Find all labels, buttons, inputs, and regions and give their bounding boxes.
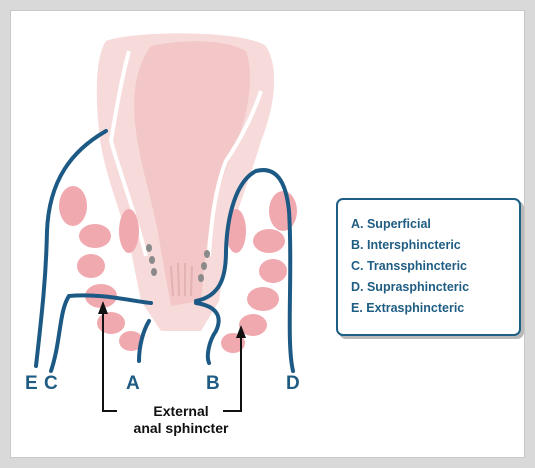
left-muscle-group	[59, 186, 143, 351]
right-muscle-group	[221, 191, 297, 353]
figure-frame: E C A B D External anal sphincter A. Sup…	[10, 10, 525, 458]
legend-item-d: D. Suprasphincteric	[351, 277, 519, 298]
label-c: C	[44, 373, 58, 395]
legend-item-e: E. Extrasphincteric	[351, 298, 519, 319]
external-sphincter-caption: External anal sphincter	[121, 403, 241, 437]
caption-line1: External	[121, 403, 241, 420]
tract-e	[36, 131, 106, 366]
caption-line2: anal sphincter	[121, 420, 241, 437]
label-b: B	[206, 373, 220, 395]
label-e: E	[25, 373, 38, 395]
legend-item-b: B. Intersphincteric	[351, 235, 519, 256]
legend-item-c: C. Transsphincteric	[351, 256, 519, 277]
legend-item-a: A. Superficial	[351, 214, 519, 235]
fistula-legend: A. Superficial B. Intersphincteric C. Tr…	[336, 198, 521, 336]
tract-a	[139, 321, 149, 361]
label-a: A	[126, 373, 140, 395]
label-d: D	[286, 373, 300, 395]
